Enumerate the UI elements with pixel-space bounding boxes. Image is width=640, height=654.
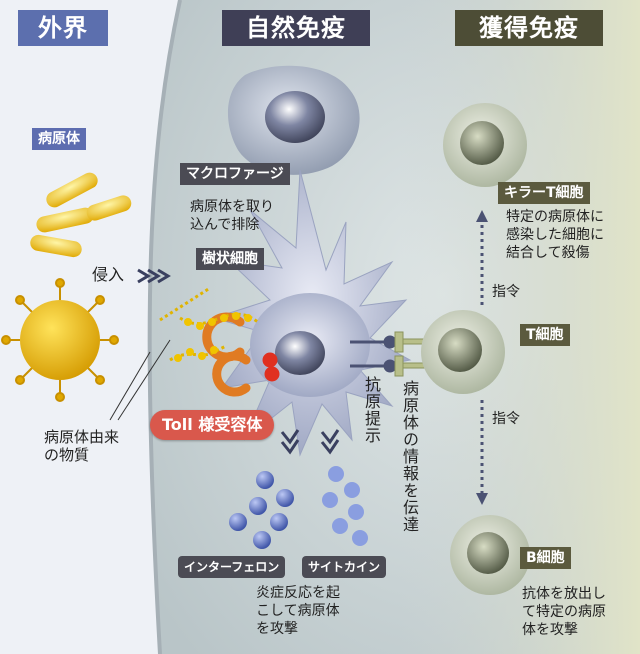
header-acquired: 獲得免疫: [455, 10, 603, 46]
arrow-up-head: [476, 210, 488, 222]
b-cell-desc: 抗体を放出し て特定の病原 体を攻撃: [522, 586, 606, 638]
killer-t-cell: [443, 103, 527, 187]
b-cell-label: B細胞: [520, 547, 571, 569]
command-down-label: 指令: [492, 411, 520, 427]
dendritic-cell-label: 樹状細胞: [196, 248, 264, 270]
arrow-down-head: [476, 493, 488, 505]
invasion-arrow: [137, 268, 171, 284]
macrophage-desc: 病原体を取り 込んで排除: [190, 199, 274, 233]
t-cell: [421, 310, 505, 394]
pathogen-label: 病原体: [32, 128, 86, 150]
antigen-presentation-label: 抗原提示: [362, 376, 381, 444]
substance-dots: [174, 312, 252, 362]
toll-receptor-label: Toll 様受容体: [150, 410, 275, 440]
bacteria: [30, 172, 132, 258]
toll-receptors: [202, 312, 280, 397]
killer-t-desc: 特定の病原体に 感染した細胞に 結合して殺傷: [506, 209, 604, 261]
dendritic-cell: [212, 169, 412, 457]
info-transfer-label: 病原体の情報を伝達: [400, 380, 419, 533]
t-cell-label: T細胞: [520, 324, 570, 346]
cytokine-molecules: [322, 466, 368, 546]
header-external: 外界: [18, 10, 108, 46]
macrophage-cell: [227, 65, 360, 175]
macrophage-label: マクロファージ: [180, 163, 290, 185]
interferon-desc: 炎症反応を起 こして病原体 を攻撃: [256, 585, 340, 637]
header-innate: 自然免疫: [222, 10, 370, 46]
command-up-label: 指令: [492, 284, 520, 300]
invasion-label: 侵入: [92, 265, 125, 284]
virus: [1, 278, 119, 402]
interferon-label: インターフェロン: [178, 556, 286, 578]
pathogen-substance-label: 病原体由来 の物質: [44, 428, 120, 464]
b-cell: [450, 515, 530, 595]
killer-t-label: キラーT細胞: [498, 182, 590, 204]
pointer-lines: [109, 339, 171, 421]
interferon-molecules: [229, 471, 294, 549]
cytokine-label: サイトカイン: [302, 556, 387, 578]
release-arrows: [280, 429, 340, 455]
